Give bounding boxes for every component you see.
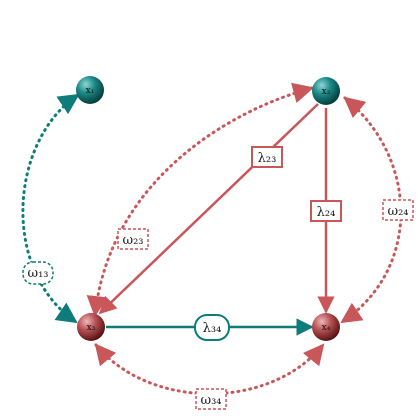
omega34-curve: [94, 343, 325, 396]
omega23-label: ω₂₃: [122, 233, 143, 248]
node-x3: x₃: [77, 313, 105, 341]
omega34-label: ω₃₄: [200, 393, 221, 408]
omega13-label-box: ω₁₃: [22, 261, 54, 285]
lambda23-label-box: λ₂₃: [251, 146, 283, 168]
node-x4-label: x₄: [322, 323, 331, 333]
node-x1-label: x₁: [86, 86, 95, 96]
lambda24-label-box: λ₂₄: [310, 200, 342, 222]
omega23-curve: [86, 82, 315, 318]
node-x2-label: x₂: [322, 87, 331, 97]
lambda24-label: λ₂₄: [317, 205, 336, 220]
omega34-label-box: ω₃₄: [195, 388, 227, 410]
node-x1: x₁: [76, 76, 104, 104]
omega24-label-box: ω₂₄: [382, 199, 414, 221]
omega23-label-box: ω₂₃: [117, 228, 149, 250]
lambda23-edge: [98, 103, 319, 315]
omega13-curve: [21, 93, 80, 324]
node-x2: x₂: [312, 77, 340, 105]
lambda34-label: λ₃₄: [203, 321, 222, 336]
omega13-label: ω₁₃: [27, 266, 48, 281]
lambda23-label: λ₂₃: [258, 151, 277, 166]
omega24-label: ω₂₄: [387, 204, 408, 219]
node-x4: x₄: [312, 313, 340, 341]
lambda34-label-box: λ₃₄: [194, 314, 230, 341]
node-x3-label: x₃: [87, 323, 96, 333]
